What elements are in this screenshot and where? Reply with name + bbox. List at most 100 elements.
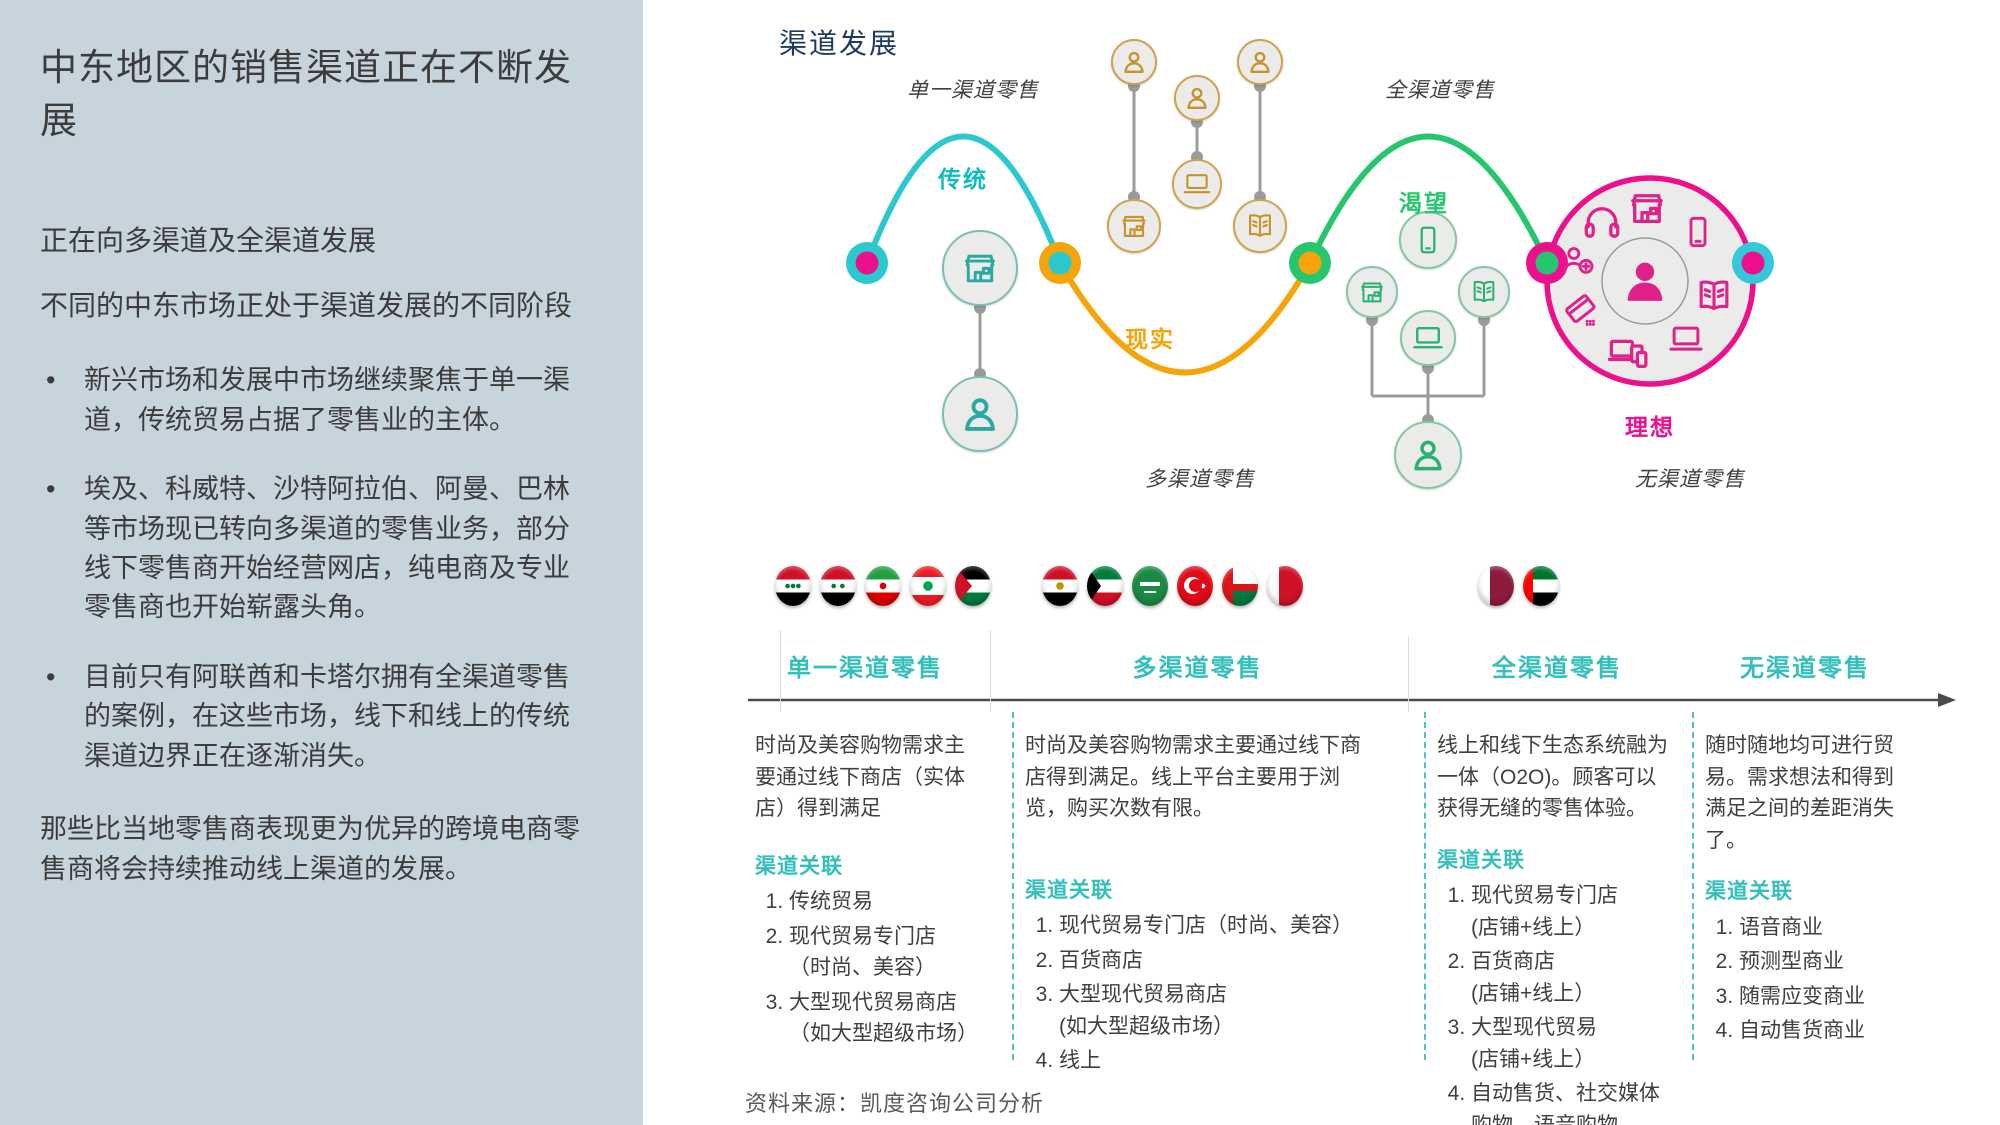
column-body: 时尚及美容购物需求主要通过线下商店得到满足。线上平台主要用于浏览，购买次数有限。	[1025, 734, 1361, 820]
channel-list: 现代贸易专门店（时尚、美容）百货商店大型现代贸易商店 (如大型超级市场）线上	[1025, 910, 1370, 1077]
column-separator	[1692, 712, 1694, 1060]
channel-list: 现代贸易专门店 (店铺+线上）百货商店 (店铺+线上）大型现代贸易 (店铺+线上…	[1437, 880, 1677, 1125]
customer-icon	[1616, 252, 1674, 310]
column-multi-channel: 时尚及美容购物需求主要通过线下商店得到满足。线上平台主要用于浏览，购买次数有限。…	[1025, 730, 1370, 1080]
flag-bahrain	[1267, 566, 1303, 606]
flag-lebanon	[910, 566, 946, 606]
label-reality: 现实	[1125, 326, 1175, 352]
phone-icon	[1678, 212, 1718, 252]
column-subhead: 渠道关联	[1705, 880, 1793, 903]
channel-list-item: 预测型商业	[1739, 946, 1905, 978]
catalog-icon	[1233, 199, 1287, 253]
channel-list-item: 随需应变商业	[1739, 981, 1905, 1013]
person-plus-icon	[1558, 241, 1598, 281]
channel-list-item: 大型现代贸易商店 （如大型超级市场）	[789, 987, 978, 1050]
channel-list-item: 现代贸易专门店 （时尚、美容）	[789, 921, 975, 984]
sidebar-bullet-list: 新兴市场和发展中市场继续聚焦于单一渠道，传统贸易占据了零售业的主体。埃及、科威特…	[40, 361, 591, 776]
store-icon	[1346, 266, 1398, 318]
flag-kuwait	[1087, 566, 1123, 606]
channel-list-item: 大型现代贸易商店 (如大型超级市场）	[1059, 979, 1370, 1042]
channel-list-item: 百货商店 (店铺+线上）	[1471, 946, 1677, 1009]
timeline-arrow	[748, 693, 1956, 707]
store-icon	[1107, 199, 1161, 253]
column-header-single: 单一渠道零售	[787, 655, 943, 682]
flag-iran	[865, 566, 901, 606]
sidebar-subtitle-1: 正在向多渠道及全渠道发展	[40, 225, 377, 257]
label-ideal: 理想	[1625, 414, 1675, 440]
flag-uae	[1523, 566, 1559, 606]
flag-iraq	[775, 566, 811, 606]
channel-list-item: 现代贸易专门店 (店铺+线上）	[1471, 880, 1677, 943]
shopper-icon	[942, 376, 1018, 452]
column-body: 时尚及美容购物需求主要通过线下商店（实体店）得到满足	[755, 734, 965, 820]
grid-line	[990, 630, 991, 712]
flag-syria	[820, 566, 856, 606]
shopper-icon	[1394, 421, 1462, 489]
flag-egypt	[1042, 566, 1078, 606]
laptop-icon	[1400, 310, 1456, 366]
sidebar-subtitle-2: 不同的中东市场正处于渠道发展的不同阶段	[40, 290, 573, 322]
channel-list-item: 传统贸易	[789, 886, 975, 918]
grid-line	[780, 630, 781, 712]
channel-list-item: 现代贸易专门店（时尚、美容）	[1059, 910, 1370, 942]
reality-arc	[1057, 260, 1313, 376]
column-header-multi: 多渠道零售	[1132, 655, 1263, 682]
flag-qatar	[1478, 566, 1514, 606]
caption-omni-channel: 全渠道零售	[1385, 79, 1495, 102]
page-title: 中东地区的销售渠道正在不断发展	[40, 47, 572, 141]
shopper-icon	[1174, 75, 1220, 121]
flags-single-channel	[775, 566, 991, 606]
payment-card-icon	[1560, 288, 1602, 330]
laptop-icon	[1172, 159, 1222, 209]
flag-turkey	[1177, 566, 1213, 606]
shopper-icon	[1237, 39, 1283, 85]
label-traditional: 传统	[938, 166, 988, 192]
column-body: 随时随地均可进行贸易。需求想法和得到满足之间的差距消失了。	[1705, 734, 1894, 852]
shopper-icon	[1111, 39, 1157, 85]
column-no-channel: 随时随地均可进行贸易。需求想法和得到满足之间的差距消失了。 渠道关联 语音商业预…	[1705, 730, 1905, 1050]
column-single-channel: 时尚及美容购物需求主要通过线下商店（实体店）得到满足 渠道关联 传统贸易现代贸易…	[755, 730, 978, 1053]
column-separator	[1012, 712, 1014, 1060]
flag-saudi	[1132, 566, 1168, 606]
source-note: 资料来源：凯度咨询公司分析	[745, 1091, 1045, 1116]
laptop-icon	[1665, 318, 1707, 360]
diagram-title: 渠道发展	[779, 28, 900, 59]
column-body: 线上和线下生态系统融为一体（O2O)。顾客可以获得无缝的零售体验。	[1437, 734, 1668, 820]
caption-multi-channel: 多渠道零售	[1145, 468, 1255, 491]
catalog-icon	[1458, 266, 1510, 318]
flags-omni-channel	[1478, 566, 1559, 606]
column-subhead: 渠道关联	[1437, 848, 1525, 872]
store-icon	[1624, 185, 1670, 231]
label-aspiration: 渴望	[1399, 190, 1449, 216]
headphones-icon	[1579, 199, 1625, 245]
channel-list: 传统贸易现代贸易专门店 （时尚、美容）大型现代贸易商店 （如大型超级市场）	[755, 886, 978, 1050]
store-icon	[942, 230, 1018, 306]
caption-no-channel: 无渠道零售	[1635, 468, 1745, 491]
channel-list: 语音商业预测型商业随需应变商业自动售货商业	[1705, 912, 1905, 1047]
channel-list-item: 百货商店	[1059, 945, 1370, 977]
caption-single-channel: 单一渠道零售	[907, 79, 1039, 102]
column-header-omni: 全渠道零售	[1492, 655, 1622, 682]
channel-list-item: 线上	[1059, 1045, 1370, 1077]
channel-list-item: 大型现代贸易 (店铺+线上）	[1471, 1012, 1677, 1075]
flags-multi-channel	[1042, 566, 1303, 606]
column-header-nochannel: 无渠道零售	[1740, 655, 1870, 682]
column-omni-channel: 线上和线下生态系统融为一体（O2O)。顾客可以获得无缝的零售体验。 渠道关联 现…	[1437, 730, 1677, 1125]
channel-evolution-diagram	[748, 80, 1956, 707]
grid-line	[1408, 636, 1409, 712]
bullet-item: 目前只有阿联酋和卡塔尔拥有全渠道零售的案例，在这些市场，线下和线上的传统渠道边界…	[40, 658, 591, 776]
bullet-item: 埃及、科威特、沙特阿拉伯、阿曼、巴林等市场现已转向多渠道的零售业务，部分线下零售…	[40, 470, 591, 628]
flag-oman	[1222, 566, 1258, 606]
flag-jordan	[955, 566, 991, 606]
channel-list-item: 自动售货商业	[1739, 1015, 1905, 1047]
devices-icon	[1606, 328, 1652, 374]
column-subhead: 渠道关联	[755, 854, 843, 878]
phone-icon	[1399, 211, 1457, 269]
catalog-icon	[1692, 274, 1736, 318]
channel-list-item: 语音商业	[1739, 912, 1905, 944]
sidebar-closing: 那些比当地零售商表现更为优异的跨境电商零售商将会持续推动线上渠道的发展。	[40, 814, 580, 884]
column-subhead: 渠道关联	[1025, 878, 1113, 902]
column-separator	[1424, 712, 1426, 1060]
sidebar: 中东地区的销售渠道正在不断发展 正在向多渠道及全渠道发展 不同的中东市场正处于渠…	[0, 0, 643, 1125]
